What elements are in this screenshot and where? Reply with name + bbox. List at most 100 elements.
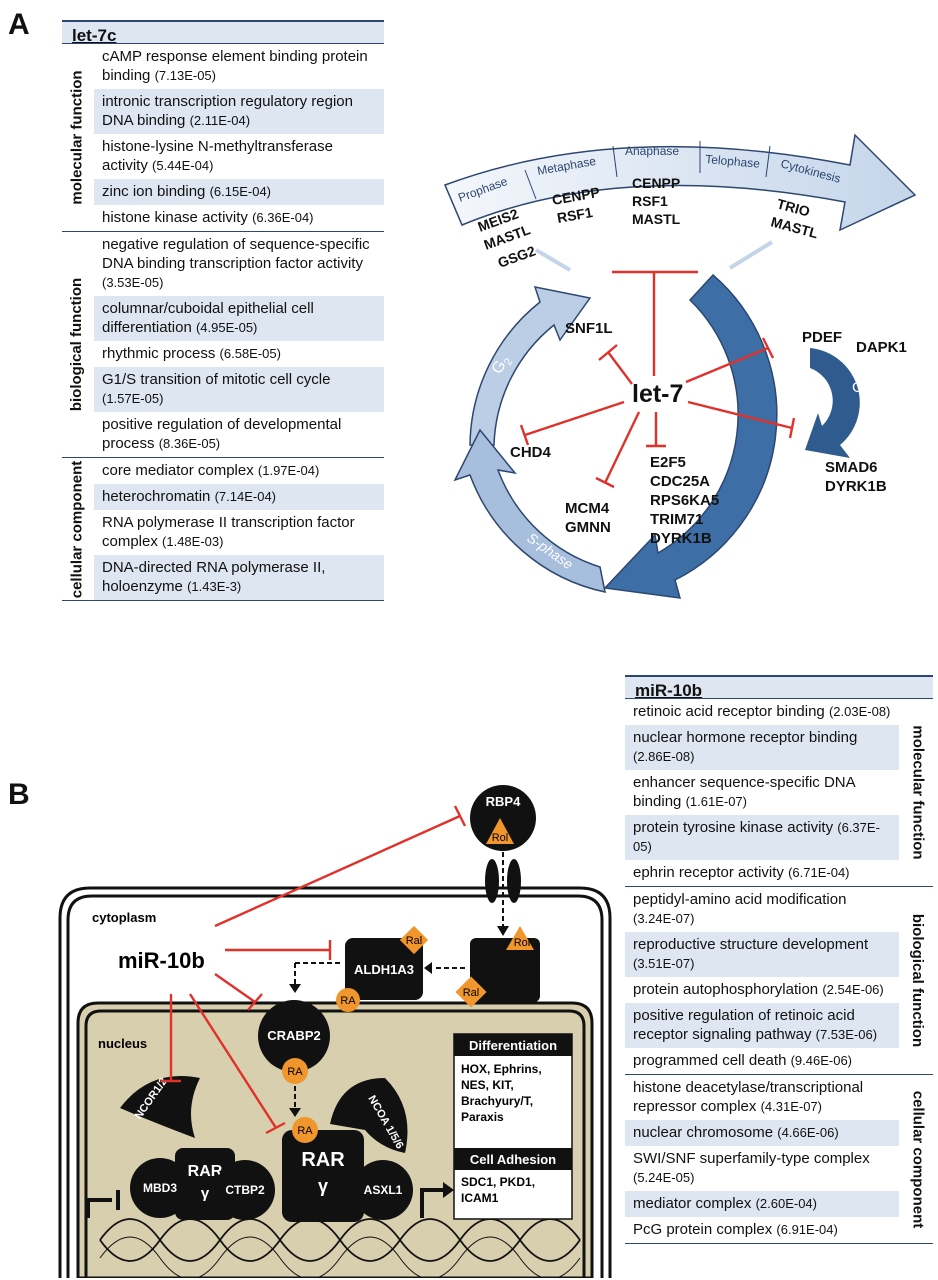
- go-term: rhythmic process: [102, 345, 216, 362]
- go-term-row: RNA polymerase II transcription factor c…: [94, 510, 384, 555]
- p-value: (5.44E-04): [152, 158, 214, 173]
- p-value: (1.97E-04): [257, 463, 320, 478]
- active-promoter: [420, 1188, 445, 1218]
- go-term-row: negative regulation of sequence-specific…: [94, 232, 384, 296]
- go-term-row: positive regulation of retinoic acid rec…: [625, 1003, 899, 1048]
- go-term: histone deacetylase/transcriptional repr…: [633, 1079, 864, 1115]
- phase-telophase: Telophase: [705, 152, 761, 171]
- g0-label: G0: [852, 379, 870, 399]
- go-term: cAMP response element binding protein bi…: [102, 48, 368, 84]
- go-term: positive regulation of retinoic acid rec…: [633, 1007, 855, 1043]
- p-value: (3.53E-05): [102, 275, 164, 290]
- go-term-row: enhancer sequence-specific DNA binding (…: [625, 770, 899, 815]
- rbp4-node: [470, 785, 536, 851]
- category-label: biological function: [909, 913, 927, 1048]
- rol-label: Rol: [492, 832, 509, 844]
- p-value: (2.11E-04): [189, 113, 251, 128]
- ra-pathway-diagram: cytoplasm nucleus RBP4 Rol Rol Ral ALDH1…: [58, 785, 612, 1278]
- go-term-row: reproductive structure development (3.51…: [625, 932, 899, 977]
- gene-label: MASTL: [632, 211, 681, 227]
- ctbp2-label: CTBP2: [225, 1183, 265, 1197]
- ral-label: Ral: [463, 987, 480, 999]
- g2-label: G2: [489, 352, 516, 378]
- let7-label: let-7: [632, 380, 683, 408]
- adhesion-item: ICAM1: [461, 1191, 499, 1205]
- go-term: retinoic acid receptor binding: [633, 703, 825, 720]
- ral-label: Ral: [406, 935, 423, 947]
- go-term: zinc ion binding: [102, 183, 206, 200]
- ra-label: RA: [297, 1125, 313, 1137]
- crabp2-label: CRABP2: [267, 1028, 320, 1043]
- target-genes-box: [453, 1033, 573, 1220]
- ctbp2-node: [215, 1160, 275, 1220]
- go-term-row: histone kinase activity (6.36E-04): [94, 205, 384, 231]
- p-value: (2.03E-08): [828, 704, 891, 719]
- ncoa-node: [330, 1078, 408, 1153]
- g0-arc: [805, 348, 860, 458]
- category-label: biological function: [68, 277, 86, 412]
- go-term-row: ephrin receptor activity (6.71E-04): [625, 860, 899, 886]
- go-term: G1/S transition of mitotic cell cycle: [102, 371, 331, 388]
- go-term-row: retinoic acid receptor binding (2.03E-08…: [625, 699, 899, 725]
- asxl1-node: [353, 1160, 413, 1220]
- mbd3-node: [130, 1158, 190, 1218]
- p-value: (2.54E-06): [822, 982, 884, 997]
- go-term: enhancer sequence-specific DNA binding: [633, 774, 855, 810]
- phase-anaphase: Anaphase: [625, 144, 679, 158]
- go-term: core mediator complex: [102, 462, 254, 479]
- ncor-node: [120, 1076, 200, 1138]
- gene-label: CHD4: [510, 444, 551, 461]
- mbd3-label: MBD3: [143, 1181, 177, 1195]
- go-term-row: zinc ion binding (6.15E-04): [94, 179, 384, 205]
- rar-gamma-node: [282, 1130, 364, 1222]
- diff-item: HOX, Ephrins,: [461, 1062, 542, 1076]
- p-value: (8.36E-05): [158, 436, 221, 451]
- rol-triangle: [486, 818, 514, 844]
- gene-label: DAPK1: [856, 339, 907, 356]
- go-term-row: protein tyrosine kinase activity (6.37E-…: [625, 815, 899, 860]
- panel-letter-a: A: [8, 8, 30, 41]
- p-value: (1.43E-3): [187, 579, 242, 594]
- go-term-row: nuclear hormone receptor binding (2.86E-…: [625, 725, 899, 770]
- p-value: (6.91E-04): [776, 1222, 838, 1237]
- p-value: (4.66E-06): [777, 1125, 839, 1140]
- go-term: RNA polymerase II transcription factor c…: [102, 514, 355, 550]
- g2-arc: [469, 286, 592, 446]
- go-term-row: nuclear chromosome (4.66E-06): [625, 1120, 899, 1146]
- gene-label: MCM4: [565, 500, 610, 517]
- panel-letter-b: B: [8, 778, 30, 811]
- go-term: histone kinase activity: [102, 209, 248, 226]
- adhesion-title: Cell Adhesion: [470, 1152, 556, 1167]
- p-value: (6.37E-05): [633, 820, 880, 854]
- go-term: nuclear hormone receptor binding: [633, 729, 858, 746]
- gene-label: TRIM71: [650, 511, 703, 528]
- gamma-label: γ: [201, 1185, 210, 1202]
- g1-arc: [603, 273, 778, 599]
- gene-label: GMNN: [565, 519, 611, 536]
- p-value: (2.60E-04): [755, 1196, 817, 1211]
- p-value: (5.24E-05): [633, 1170, 695, 1185]
- go-term-row: histone deacetylase/transcriptional repr…: [625, 1075, 899, 1120]
- rar-label: RAR: [301, 1149, 345, 1171]
- gene-label: PDEF: [802, 329, 842, 346]
- go-term: peptidyl-amino acid modification: [633, 891, 847, 908]
- go-term-row: mediator complex (2.60E-04): [625, 1191, 899, 1217]
- ral-enzyme: [470, 938, 540, 1002]
- go-term: ephrin receptor activity: [633, 864, 784, 881]
- p-value: (6.15E-04): [209, 184, 271, 199]
- asxl1-label: ASXL1: [364, 1183, 403, 1197]
- go-term: columnar/cuboidal epithelial cell differ…: [102, 300, 314, 336]
- go-term-row: programmed cell death (9.46E-06): [625, 1048, 899, 1074]
- gene-label: SNF1L: [565, 320, 613, 337]
- go-term-row: core mediator complex (1.97E-04): [94, 458, 384, 484]
- mitosis-arrow: [444, 133, 917, 232]
- nucleus-label: nucleus: [98, 1036, 147, 1051]
- go-term-row: cAMP response element binding protein bi…: [94, 44, 384, 89]
- dna-helix: [99, 1218, 581, 1278]
- sphase-arc: [453, 428, 606, 593]
- go-term-row: histone-lysine N-methyltransferase activ…: [94, 134, 384, 179]
